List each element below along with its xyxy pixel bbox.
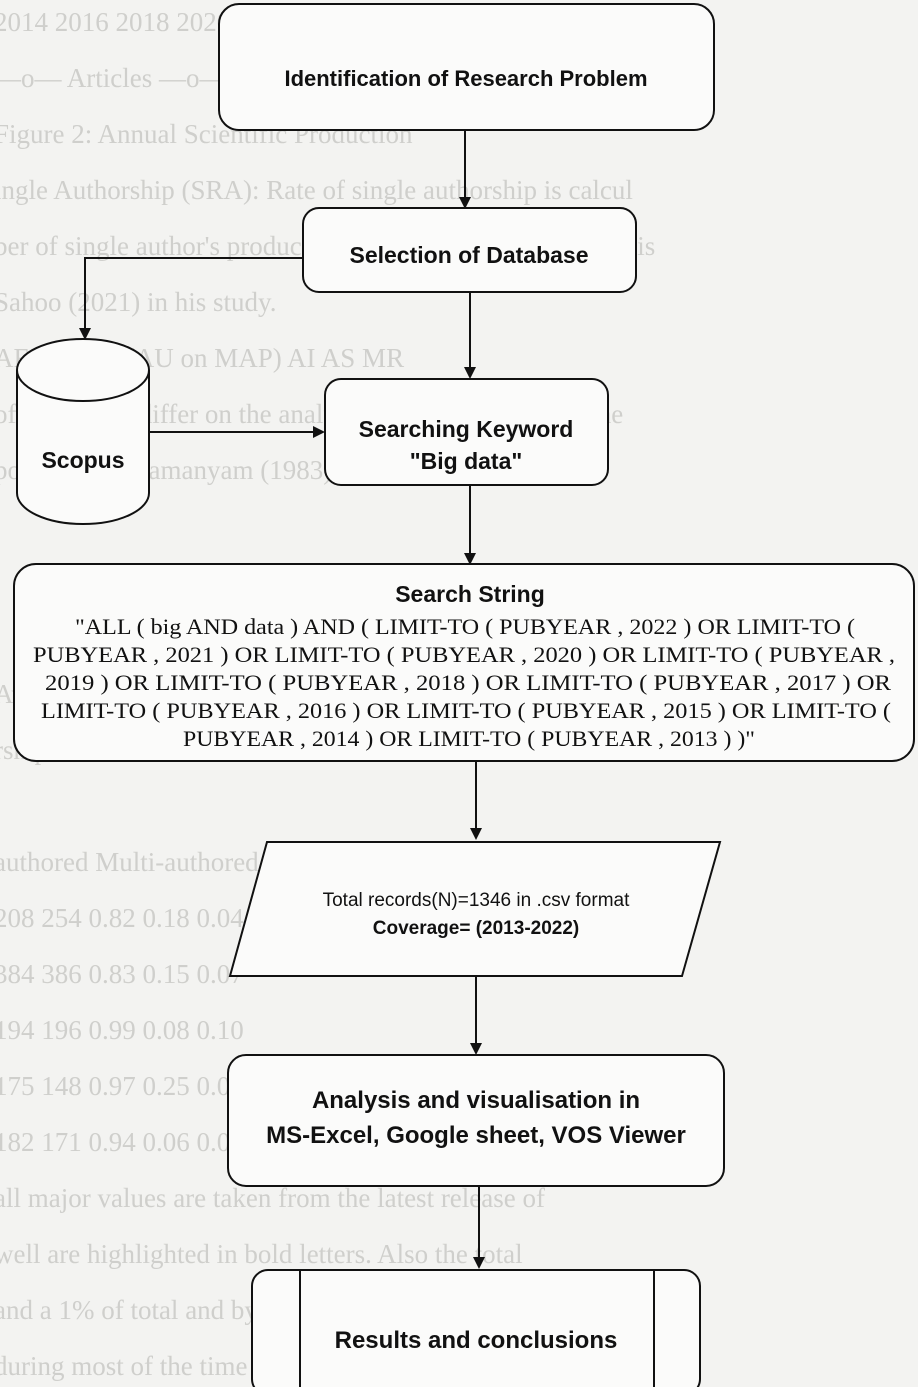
search-string-line-2: PUBYEAR , 2021 ) OR LIMIT-TO ( PUBYEAR ,… — [33, 642, 895, 667]
node-database: Selection of Database — [302, 207, 637, 293]
node-keyword-subtext: "Big data" — [410, 448, 523, 474]
node-research-problem: Identification of Research Problem — [218, 3, 715, 131]
node-scopus-database: Scopus — [16, 338, 150, 525]
node-search-string-title: Search String — [395, 581, 545, 607]
node-database-text: Selection of Database — [349, 242, 588, 268]
node-search-string-box — [13, 563, 915, 762]
node-analysis-box — [227, 1054, 725, 1187]
node-research-problem-box — [218, 3, 715, 131]
search-string-line-4: LIMIT-TO ( PUBYEAR , 2016 ) OR LIMIT-TO … — [41, 698, 891, 723]
scopus-cylinder-top — [16, 338, 150, 402]
node-results: Results and conclusions — [251, 1269, 701, 1387]
connectors — [79, 130, 485, 1269]
search-string-line-3: 2019 ) OR LIMIT-TO ( PUBYEAR , 2018 ) OR… — [45, 670, 891, 695]
arrow-database-to-scopus — [79, 257, 330, 340]
node-keyword: Searching Keyword "Big data" — [324, 378, 609, 486]
node-research-problem-text: Identification of Research Problem — [284, 66, 647, 91]
node-records: Total records(N)=1346 in .csv format Cov… — [228, 841, 722, 977]
node-analysis-subtext: MS-Excel, Google sheet, VOS Viewer — [266, 1122, 686, 1149]
node-keyword-box — [324, 378, 609, 486]
node-search-string: Search String "ALL ( big AND data ) AND … — [13, 563, 915, 762]
node-records-text: Total records(N)=1346 in .csv format — [323, 890, 630, 911]
node-records-shape — [228, 841, 722, 977]
node-database-box — [302, 207, 637, 293]
node-analysis-text: Analysis and visualisation in — [312, 1087, 640, 1114]
node-keyword-text: Searching Keyword — [359, 416, 574, 442]
search-string-line-1: "ALL ( big AND data ) AND ( LIMIT-TO ( P… — [75, 614, 855, 639]
node-records-subtext: Coverage= (2013-2022) — [373, 918, 580, 939]
search-string-line-5: PUBYEAR , 2014 ) OR LIMIT-TO ( PUBYEAR ,… — [183, 726, 755, 751]
scopus-cylinder-body — [16, 370, 150, 525]
node-scopus-text: Scopus — [41, 447, 124, 473]
node-analysis: Analysis and visualisation in MS-Excel, … — [227, 1054, 725, 1187]
node-results-box — [251, 1269, 701, 1387]
node-results-text: Results and conclusions — [335, 1327, 618, 1354]
